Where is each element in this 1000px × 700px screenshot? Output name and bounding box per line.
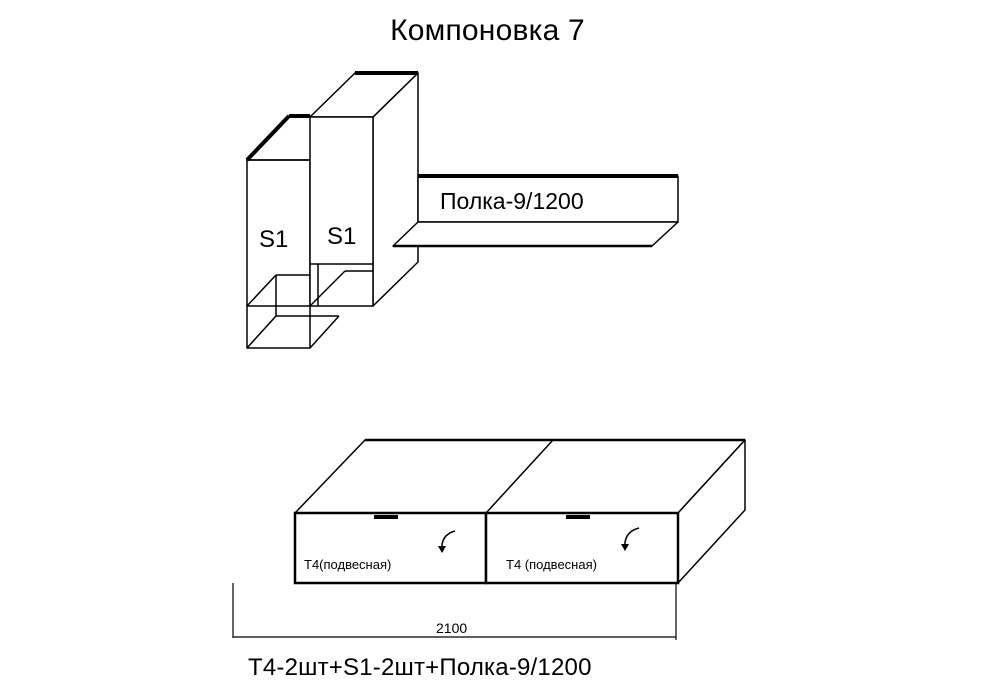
lower-unit-left-front bbox=[293, 511, 488, 585]
dimension-label: 2100 bbox=[436, 620, 467, 636]
upper-cabinet-right-label: S1 bbox=[327, 223, 356, 250]
wall-shelf bbox=[392, 175, 679, 247]
lower-unit-left-handle bbox=[374, 515, 398, 519]
composition-summary: T4-2шт+S1-2шт+Полка-9/1200 bbox=[248, 654, 592, 681]
wall-shelf-board bbox=[392, 221, 679, 247]
wall-shelf-label: Полка-9/1200 bbox=[440, 188, 584, 214]
lower-unit-left-label: T4(подвесная) bbox=[304, 557, 391, 572]
lower-unit-right-handle bbox=[566, 515, 590, 519]
dimension-line bbox=[232, 583, 677, 640]
lower-unit-right bbox=[484, 511, 680, 585]
upper-cabinet-right-front bbox=[309, 116, 374, 307]
lower-unit-right-front bbox=[484, 511, 680, 585]
upper-cabinet-left-label: S1 bbox=[259, 226, 288, 253]
upper-cabinet-left-front bbox=[246, 159, 311, 349]
lower-unit-right-label: T4 (подвесная) bbox=[506, 557, 597, 572]
lower-unit-left bbox=[293, 511, 488, 585]
diagram-title: Компоновка 7 bbox=[390, 14, 585, 47]
